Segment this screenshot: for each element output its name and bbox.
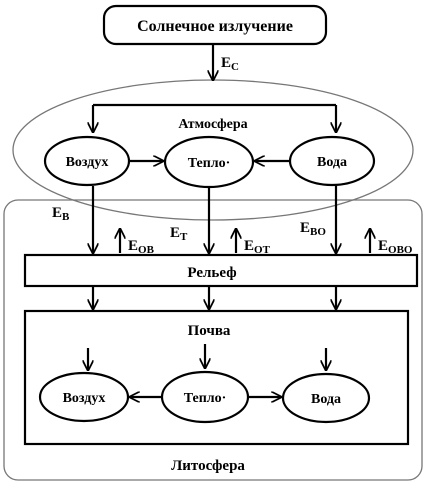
e-t-label: ET [170, 225, 188, 243]
e-ov-label: EOB [128, 238, 155, 256]
lithosphere-frame [3, 199, 423, 481]
atmosphere-air-label: Воздух [66, 155, 109, 170]
soil-air-node [38, 371, 130, 423]
solar-radiation-box [102, 4, 328, 46]
atmosphere-water-label: Вода [317, 155, 347, 170]
soil-heat-label: Тепло· [184, 391, 227, 406]
relief-label: Рельеф [187, 265, 236, 281]
solar-radiation-label: Солнечное излучение [137, 18, 293, 35]
atmosphere-heat-label: Тепло· [188, 156, 231, 171]
relief-box [23, 253, 419, 288]
atmosphere-title: Атмосфера [178, 117, 247, 132]
e-ot-label: EOT [244, 238, 271, 256]
e-v-label: EB [52, 205, 70, 223]
soil-water-node [281, 372, 371, 424]
lithosphere-label: Литосфера [171, 458, 245, 474]
e-vo-label: EBO [300, 220, 326, 238]
atmosphere-water-node [288, 135, 376, 187]
e-ovo-label: EOBO [378, 238, 413, 256]
soil-title: Почва [188, 323, 231, 339]
soil-water-label: Вода [311, 392, 341, 407]
e-c-label: EC [221, 55, 239, 73]
atmosphere-air-node [43, 135, 131, 187]
atmosphere-heat-node [163, 135, 255, 189]
soil-air-label: Воздух [63, 391, 106, 406]
